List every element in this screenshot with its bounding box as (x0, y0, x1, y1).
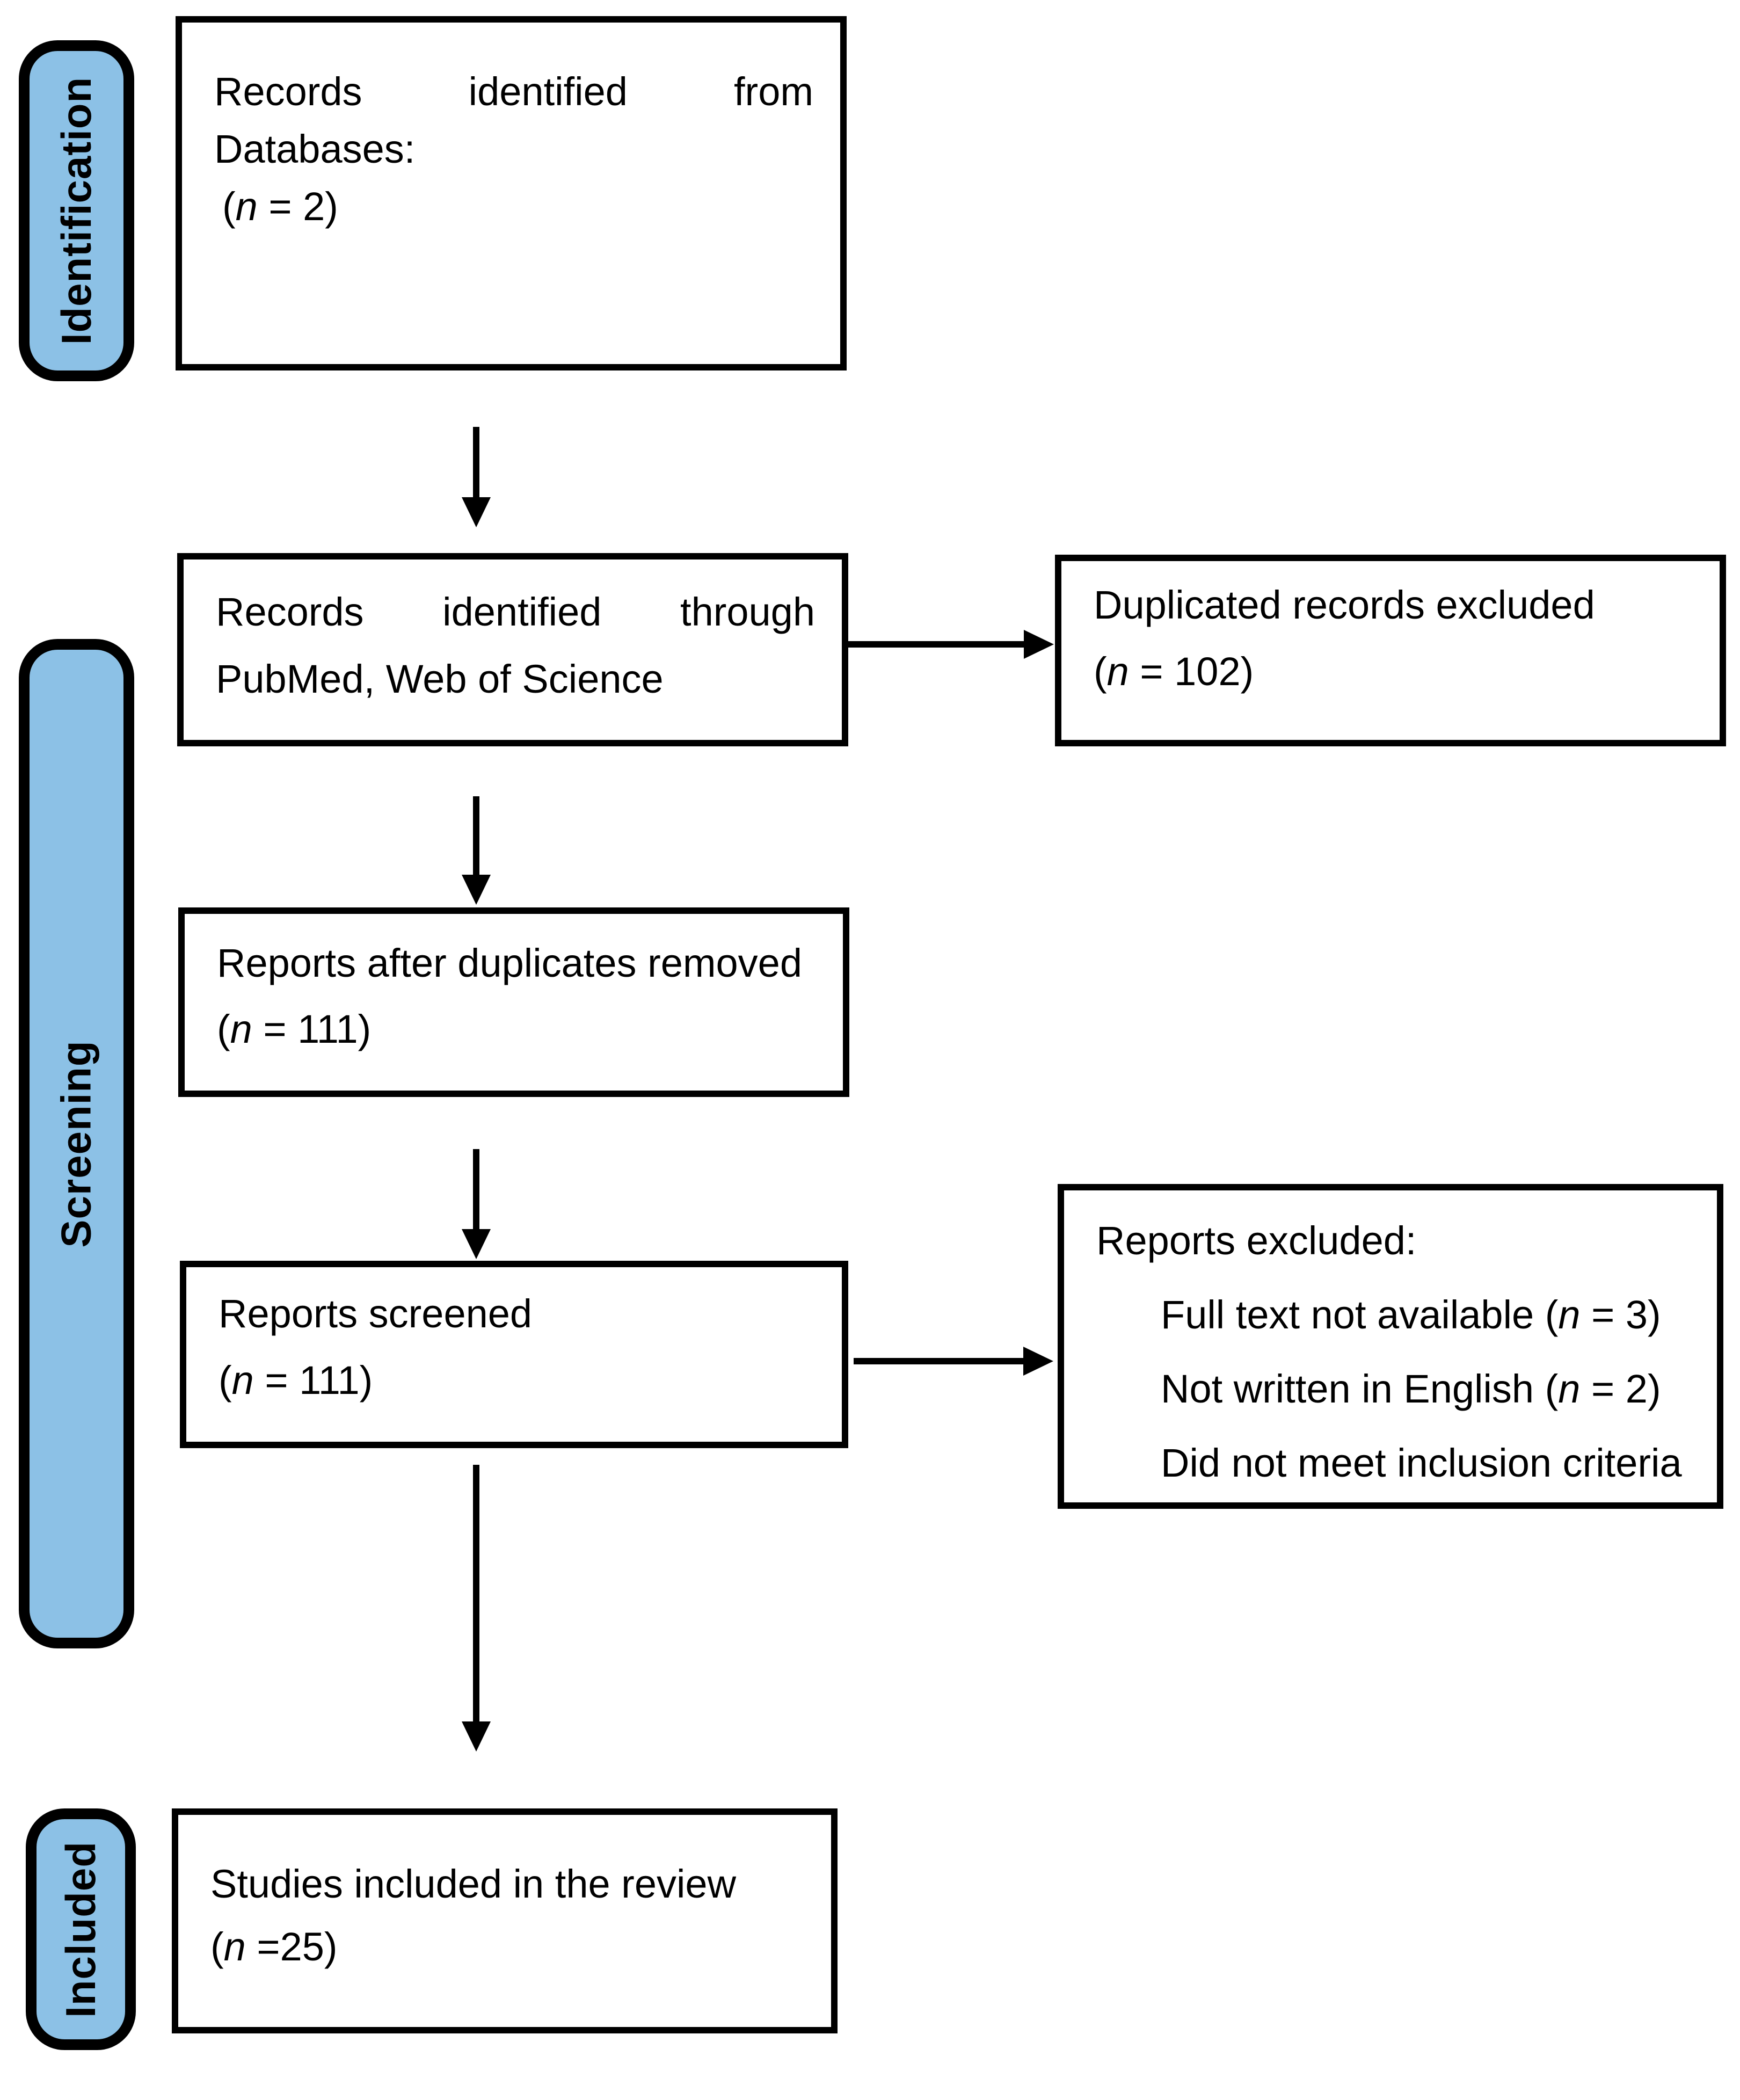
text-line: Databases: (214, 120, 813, 178)
arrow-down-records-to-after-duplicates (462, 796, 491, 905)
text-segment: Reports after duplicates removed (217, 941, 802, 985)
text-segment: = 111) (253, 1358, 373, 1403)
arrowhead-down-icon (462, 1721, 491, 1752)
box-duplicated-records-excluded: Duplicated records excluded (n = 102) (1055, 555, 1726, 746)
box-reports-excluded: Reports excluded: Full text not available… (1058, 1184, 1723, 1509)
text-segment: Duplicated records excluded (1094, 583, 1595, 627)
text-segment: = 2) (1580, 1367, 1661, 1411)
stage-pill-identification: Identification (19, 40, 134, 381)
text-segment: Records identified through (216, 590, 815, 634)
text-segment: = 3) (1580, 1292, 1661, 1337)
text-segment: Databases: (214, 127, 416, 171)
text-segment: ( (219, 1358, 232, 1403)
italic-n: n (1106, 649, 1129, 694)
italic-n: n (231, 1358, 254, 1403)
box-reports-after-duplicates-removed: Reports after duplicates removed (n = 111… (178, 907, 849, 1097)
italic-n: n (235, 184, 258, 229)
text-line: Did not meet inclusion criteria (1096, 1426, 1690, 1500)
text-segment: Full text not available ( (1161, 1292, 1559, 1337)
text-line: Reports excluded: (1096, 1204, 1690, 1278)
text-line: (n = 111) (219, 1347, 815, 1414)
arrow-shaft (854, 1358, 1023, 1364)
italic-n: n (230, 1007, 252, 1051)
text-line: Full text not available (n = 3) (1096, 1278, 1690, 1352)
arrow-down-after-duplicates-to-screened (462, 1149, 491, 1259)
text-segment: ( (210, 1924, 224, 1969)
arrowhead-right-icon (1024, 630, 1054, 659)
arrow-right-to-duplicated-excluded (848, 630, 1054, 659)
text-line: (n =25) (210, 1915, 804, 1978)
text-line: Duplicated records excluded (1094, 572, 1693, 638)
text-segment: Not written in English ( (1161, 1367, 1559, 1411)
arrow-shaft (473, 427, 479, 497)
arrow-right-to-reports-excluded (854, 1347, 1053, 1376)
text-segment: = 2) (257, 184, 338, 229)
text-segment: Records identified from (214, 69, 813, 114)
arrow-down-databases-to-records (462, 427, 491, 527)
text-line: Studies included in the review (210, 1852, 804, 1915)
stage-pill-included: Included (26, 1808, 136, 2050)
text-line: (n = 111) (217, 996, 816, 1062)
text-segment: PubMed, Web of Science (216, 657, 664, 701)
arrowhead-down-icon (462, 497, 491, 527)
arrowhead-down-icon (462, 875, 491, 905)
text-segment: = 111) (252, 1007, 372, 1051)
text-line: PubMed, Web of Science (216, 645, 815, 713)
arrow-shaft (848, 641, 1024, 648)
stage-label-screening: Screening (53, 1040, 100, 1248)
text-line: Records identified from (214, 63, 813, 120)
arrow-down-screened-to-included (462, 1465, 491, 1752)
text-line: Reports screened (219, 1281, 815, 1347)
italic-n: n (223, 1924, 246, 1969)
text-line: (n = 2) (214, 178, 813, 235)
text-segment: Studies included in the review (210, 1862, 737, 1906)
stage-label-identification: Identification (53, 76, 100, 345)
text-line: Not written in English (n = 2) (1096, 1352, 1690, 1426)
text-line: Reports after duplicates removed (217, 930, 816, 996)
text-segment: =25) (245, 1924, 338, 1969)
text-segment: Reports screened (219, 1291, 533, 1336)
text-segment: ( (222, 184, 236, 229)
text-segment: ( (1094, 649, 1107, 694)
text-line: (n = 102) (1094, 638, 1693, 705)
arrow-shaft (473, 1465, 479, 1721)
arrowhead-down-icon (462, 1229, 491, 1259)
text-segment: ( (217, 1007, 230, 1051)
arrowhead-right-icon (1023, 1347, 1053, 1376)
italic-n: n (1558, 1292, 1581, 1337)
italic-n: n (1558, 1367, 1581, 1411)
arrow-shaft (473, 1149, 479, 1229)
text-segment: = 102) (1129, 649, 1254, 694)
box-studies-included-in-review: Studies included in the review (n =25) (172, 1808, 838, 2033)
text-segment: Did not meet inclusion criteria (1161, 1441, 1682, 1485)
box-reports-screened: Reports screened (n = 111) (180, 1261, 848, 1448)
text-line: Records identified through (216, 578, 815, 645)
stage-pill-screening: Screening (19, 639, 134, 1648)
stage-label-included: Included (57, 1841, 104, 2018)
text-segment: Reports excluded: (1096, 1218, 1417, 1263)
arrow-shaft (473, 796, 479, 875)
